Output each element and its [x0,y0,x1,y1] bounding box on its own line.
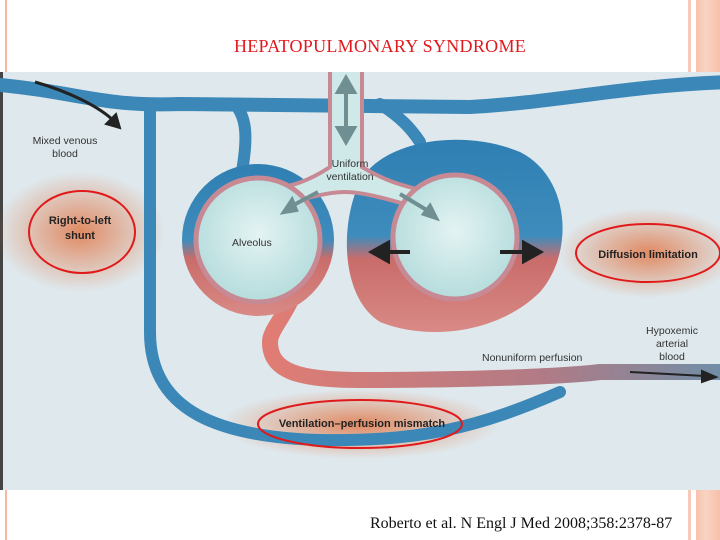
pulmonary-vein [261,294,720,389]
pulmonary-artery [0,75,720,115]
vq-ring [257,399,463,449]
label-hypoxemic: Hypoxemic [646,325,698,337]
label-arterial: arterial [656,338,688,350]
diffusion-arrows [367,239,545,265]
shunt-glow [0,172,165,292]
diffusion-glow [558,208,720,298]
label-nonuniform: Nonuniform perfusion [482,352,583,364]
label-diffusion: Diffusion limitation [598,249,698,261]
highlight-rings [28,190,720,449]
ventilation-arrows [279,73,440,222]
figure-edge [0,72,3,490]
flow-arrows [34,80,719,384]
shunt-loop-vessel [144,98,566,447]
diffusion-ring [575,223,720,283]
label-uniform: Uniform [332,158,369,170]
shunt-ring [28,190,136,274]
slide-title: HEPATOPULMONARY SYNDROME [233,36,527,56]
label-ventilation: ventilation [326,171,373,183]
label-blood: blood [659,351,685,363]
hps-diagram: Mixed venous blood Uniform ventilation A… [0,68,720,490]
label-vq-mismatch: Ventilation–perfusion mismatch [279,418,446,430]
highlighted-labels: Right-to-left shunt Diffusion limitation… [49,215,698,430]
right-alveolus [390,172,520,302]
label-mixed-venous: Mixed venous [33,135,98,147]
label-mixed-venous-2: blood [52,148,78,160]
right-capillary-in [374,98,426,148]
label-alveolus: Alveolus [232,237,272,249]
label-shunt: Right-to-left [49,215,112,227]
diagram-svg: Mixed venous blood Uniform ventilation A… [0,68,720,490]
vessels [0,75,720,447]
label-shunt-2: shunt [65,230,95,242]
citation: Roberto et al. N Engl J Med 2008;358:237… [370,515,673,532]
labels: Mixed venous blood Uniform ventilation A… [33,135,698,364]
